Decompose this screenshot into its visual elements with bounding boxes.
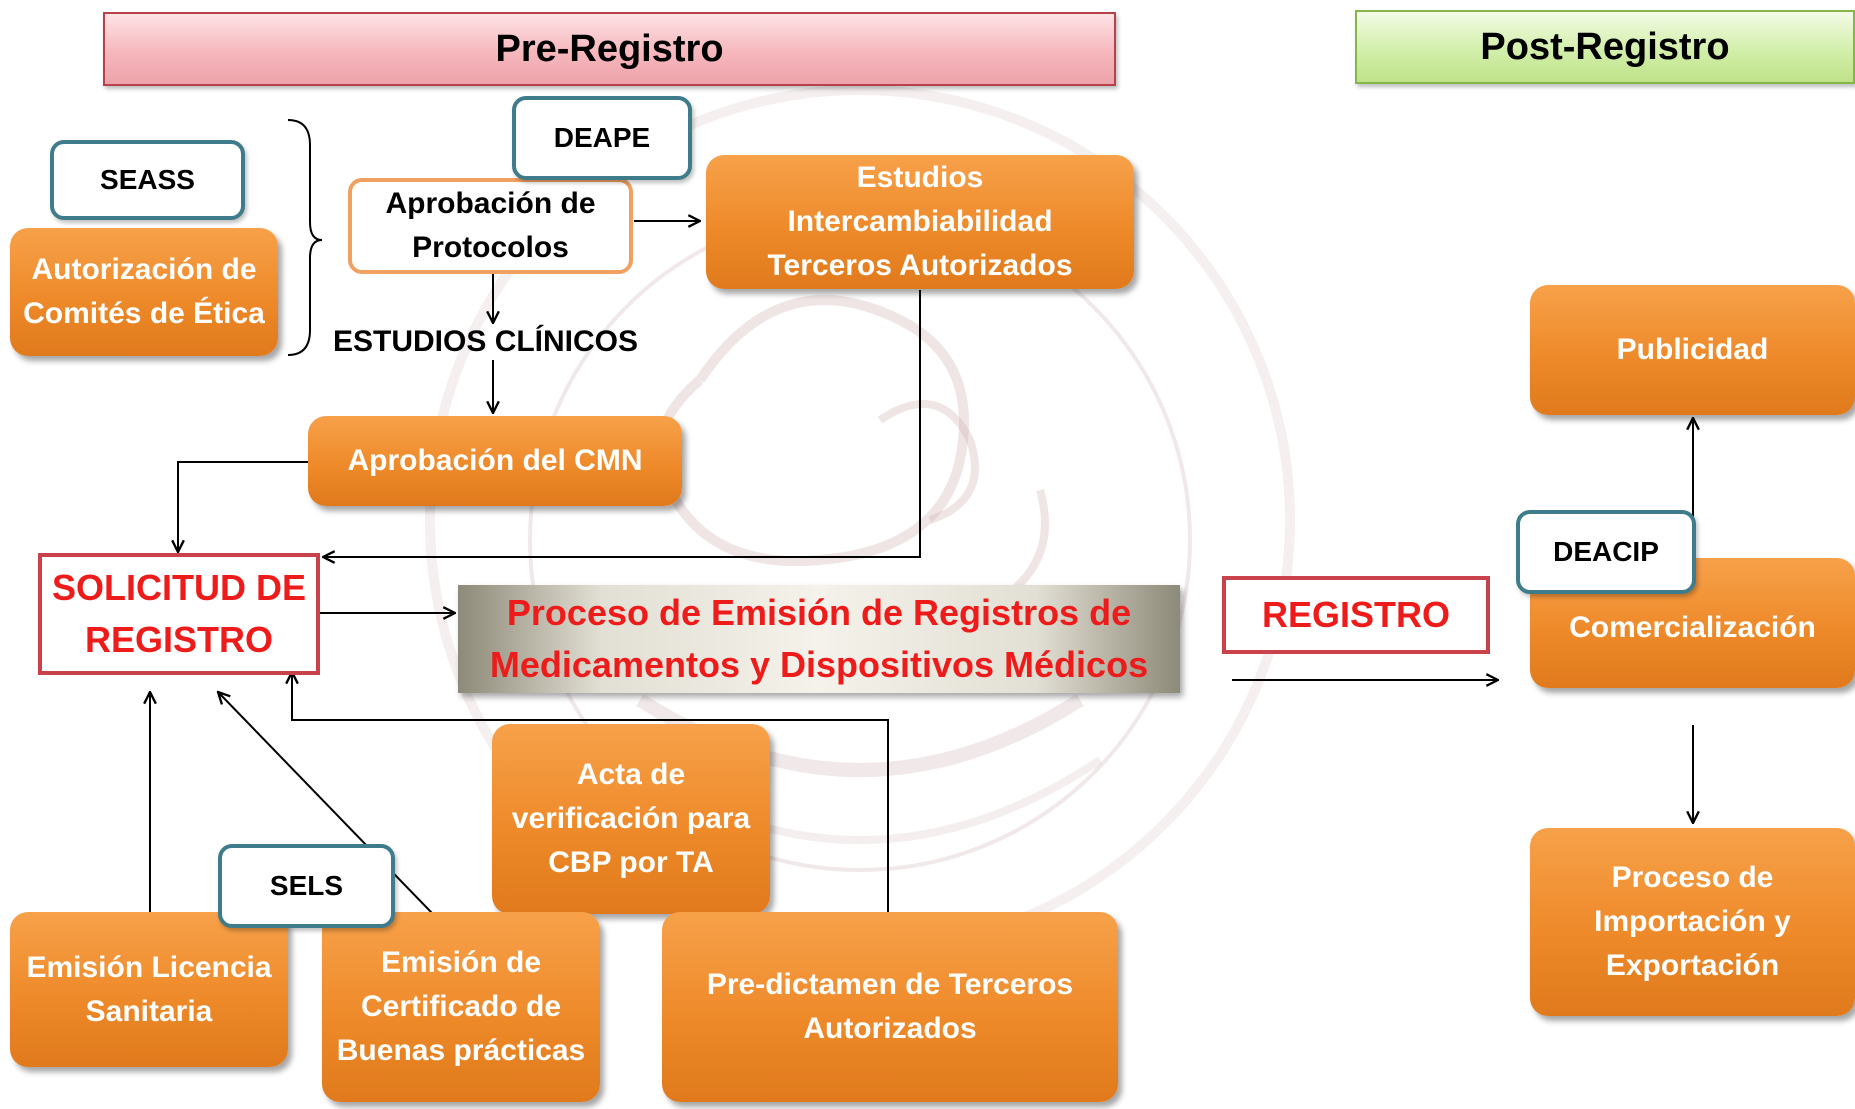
node-estudios-intercambiabilidad: Estudios Intercambiabilidad Terceros Aut… bbox=[706, 155, 1134, 289]
brace-connector bbox=[287, 119, 323, 356]
header-pre-registro-label: Pre-Registro bbox=[495, 27, 724, 70]
tag-sels: SELS bbox=[218, 844, 395, 928]
node-aprobacion-protocolos: Aprobación de Protocolos bbox=[348, 178, 633, 274]
node-registro: REGISTRO bbox=[1222, 576, 1490, 654]
cmn-to-solicitud-arrow bbox=[178, 461, 308, 552]
tag-seass: SEASS bbox=[50, 140, 245, 220]
header-post-registro-label: Post-Registro bbox=[1480, 25, 1730, 68]
node-importacion-exportacion-label: Proceso de Importación y Exportación bbox=[1594, 861, 1791, 982]
node-aprobacion-cmn: Aprobación del CMN bbox=[308, 416, 682, 506]
tag-seass-label: SEASS bbox=[100, 164, 195, 195]
node-autorizacion-comites: Autorización de Comités de Ética bbox=[10, 228, 278, 356]
node-aprobacion-protocolos-label: Aprobación de Protocolos bbox=[385, 187, 596, 264]
node-registro-label: REGISTRO bbox=[1261, 594, 1450, 635]
node-estudios-intercambiabilidad-label: Estudios Intercambiabilidad Terceros Aut… bbox=[767, 161, 1073, 282]
tag-sels-label: SELS bbox=[269, 870, 344, 901]
node-emision-certificado-label: Emisión de Certificado de Buenas práctic… bbox=[336, 946, 586, 1067]
node-emision-licencia-label: Emisión Licencia Sanitaria bbox=[26, 950, 272, 1028]
node-emision-licencia: Emisión Licencia Sanitaria bbox=[10, 912, 288, 1067]
node-pre-dictamen: Pre-dictamen de Terceros Autorizados bbox=[662, 912, 1118, 1102]
node-comercializacion-label: Comercialización bbox=[1569, 611, 1816, 644]
estudios-to-solicitud-arrow bbox=[323, 290, 921, 557]
node-pre-dictamen-label: Pre-dictamen de Terceros Autorizados bbox=[706, 968, 1074, 1045]
node-solicitud-registro: SOLICITUD DE REGISTRO bbox=[38, 553, 320, 675]
label-estudios-clinicos: ESTUDIOS CLÍNICOS bbox=[333, 325, 639, 358]
tag-deacip-label: DEACIP bbox=[1553, 536, 1659, 567]
node-importacion-exportacion: Proceso de Importación y Exportación bbox=[1530, 828, 1855, 1016]
tag-deape-label: DEAPE bbox=[553, 122, 651, 153]
node-solicitud-registro-label: SOLICITUD DE REGISTRO bbox=[52, 567, 307, 660]
predictamen-to-solicitud-arrow bbox=[292, 672, 889, 912]
node-publicidad: Publicidad bbox=[1530, 285, 1855, 415]
node-acta-verificacion-label: Acta de verificación para CBP por TA bbox=[511, 758, 751, 879]
node-autorizacion-comites-label: Autorización de Comités de Ética bbox=[23, 253, 265, 330]
certificado-to-solicitud-arrow bbox=[218, 692, 461, 943]
node-acta-verificacion: Acta de verificación para CBP por TA bbox=[492, 724, 770, 914]
node-publicidad-label: Publicidad bbox=[1616, 333, 1769, 366]
node-emision-certificado: Emisión de Certificado de Buenas práctic… bbox=[322, 912, 600, 1102]
header-post-registro: Post-Registro bbox=[1355, 10, 1855, 84]
header-pre-registro: Pre-Registro bbox=[103, 12, 1116, 86]
tag-deacip: DEACIP bbox=[1516, 510, 1696, 594]
tag-deape: DEAPE bbox=[512, 96, 692, 180]
node-aprobacion-cmn-label: Aprobación del CMN bbox=[347, 444, 643, 477]
node-proceso-emision: Proceso de Emisión de Registros de Medic… bbox=[458, 585, 1180, 693]
node-proceso-emision-label: Proceso de Emisión de Registros de Medic… bbox=[489, 592, 1149, 685]
